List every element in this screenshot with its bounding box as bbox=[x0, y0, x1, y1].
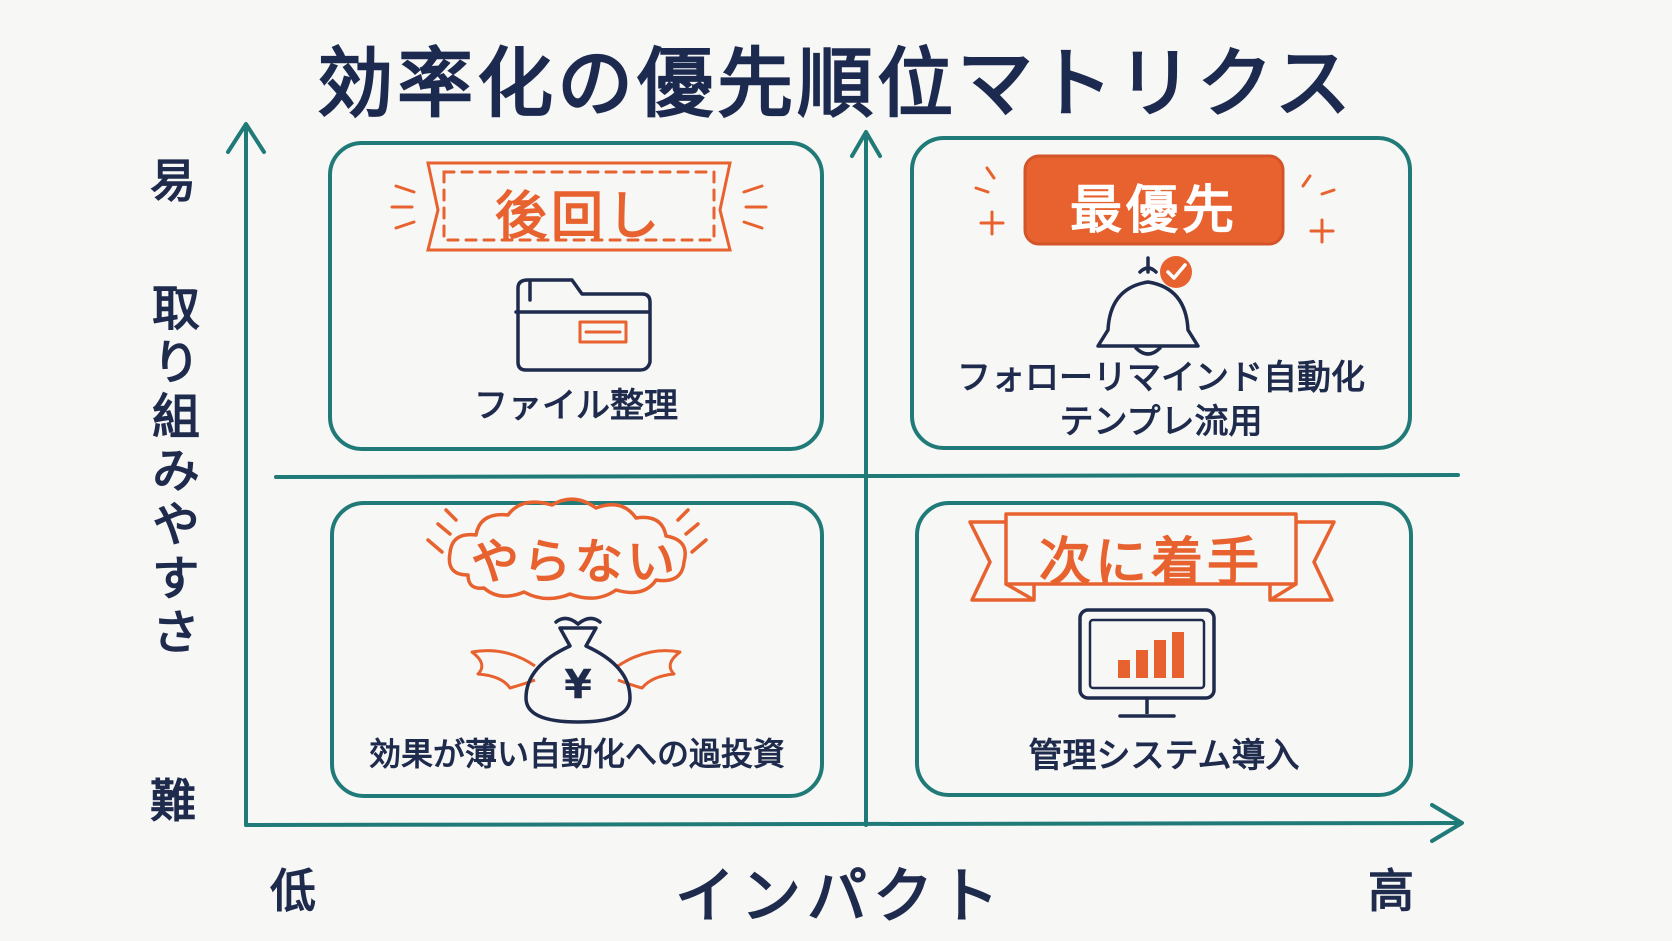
page-title: 効率化の優先順位マトリクス bbox=[317, 39, 1355, 128]
ribbon-icon bbox=[968, 512, 1336, 602]
priority-badge-bg bbox=[1025, 156, 1283, 244]
quadrant-top-right-item-1: フォローリマインド自動化 bbox=[957, 358, 1365, 398]
quadrant-top-left-badge: 後回し bbox=[494, 187, 663, 247]
quadrant-bottom-left-item: 効果が薄い自動化への過投資 bbox=[368, 735, 785, 773]
center-horizontal-divider bbox=[274, 473, 1460, 479]
quadrant-bottom-left-badge: やらない bbox=[470, 534, 679, 590]
x-axis-title: インパクト bbox=[675, 862, 1005, 932]
quadrant-top-right-badge: 最優先 bbox=[1069, 181, 1238, 241]
y-axis-arrow-icon bbox=[226, 122, 266, 154]
x-axis-line bbox=[244, 821, 1460, 827]
x-axis-low-label: 低 bbox=[270, 864, 316, 918]
folder-icon bbox=[514, 278, 652, 372]
cloud-icon bbox=[426, 497, 708, 601]
sparkle-icon bbox=[974, 166, 1336, 244]
quadrant-box-top-left bbox=[328, 141, 824, 451]
quadrant-box-top-right bbox=[910, 136, 1412, 450]
banner-icon bbox=[390, 161, 768, 252]
quadrant-top-right-item-2: テンプレ流用 bbox=[1059, 402, 1263, 442]
x-axis-high-label: 高 bbox=[1368, 864, 1414, 918]
quadrant-box-bottom-right bbox=[915, 501, 1413, 797]
y-axis-high-label: 易 bbox=[150, 154, 196, 208]
y-axis-low-label: 難 bbox=[150, 774, 196, 828]
x-axis-arrow-icon bbox=[1430, 803, 1464, 843]
y-axis-title: 取り組みやすさ bbox=[143, 283, 199, 661]
bell-check-icon bbox=[1096, 256, 1200, 356]
center-arrow-icon bbox=[850, 130, 882, 158]
quadrant-bottom-right-badge: 次に着手 bbox=[1038, 533, 1263, 593]
quadrant-bottom-right-item: 管理システム導入 bbox=[1028, 736, 1300, 776]
quadrant-box-bottom-left bbox=[330, 501, 824, 798]
monitor-chart-icon bbox=[1078, 608, 1216, 718]
flying-money-bag-icon bbox=[470, 616, 682, 724]
quadrant-top-left-item: ファイル整理 bbox=[474, 386, 678, 426]
yen-symbol: ¥ bbox=[564, 662, 592, 708]
